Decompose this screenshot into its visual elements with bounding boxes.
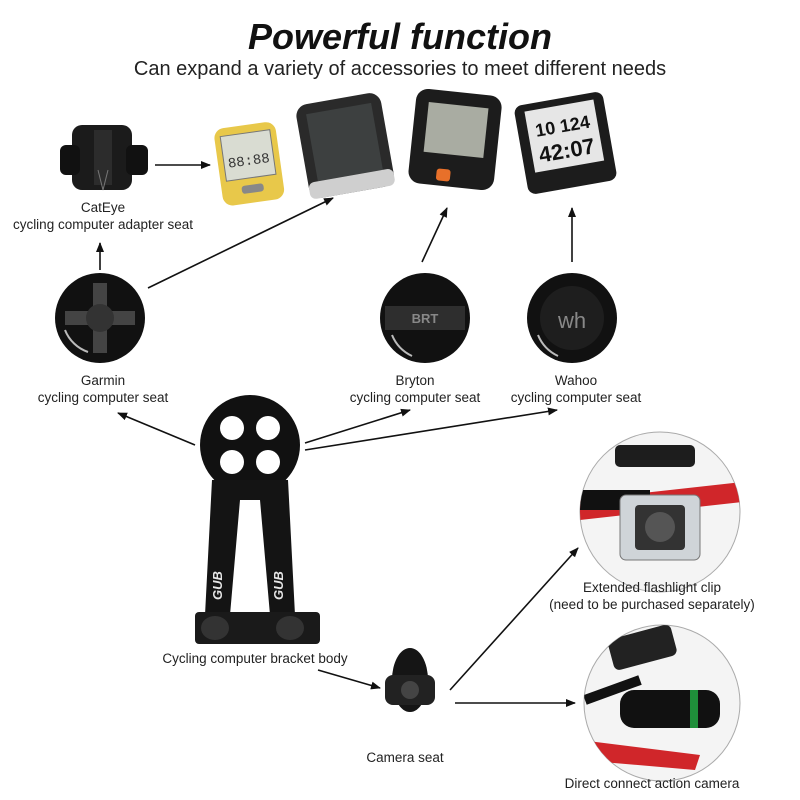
bracket-body-label: Cycling computer bracket body <box>162 651 348 666</box>
arrow <box>117 412 196 446</box>
arrow <box>147 197 334 289</box>
arrow <box>304 407 558 451</box>
wahoo-label: Wahoo cycling computer seat <box>476 372 676 406</box>
cateye-adapter-image <box>60 125 148 191</box>
page-title: Powerful function <box>248 16 552 57</box>
bryton-mount-image: BRT <box>380 273 470 363</box>
wahoo-device-image: 10 124 42:07 <box>514 92 617 194</box>
camera-seat-label: Camera seat <box>366 750 444 765</box>
arrow <box>421 207 448 263</box>
bracket-brand-logo-right: GUB <box>271 571 286 600</box>
action-camera-photo <box>583 624 741 782</box>
garmin-name: Garmin <box>80 373 126 388</box>
wahoo-mount-image: wh <box>527 273 617 363</box>
bracket-body-image: GUB GUB <box>195 395 320 644</box>
arrow <box>304 408 411 444</box>
arrow <box>317 669 381 690</box>
garmin-label: Garmin cycling computer seat <box>3 372 203 406</box>
bryton-logo: BRT <box>412 311 439 326</box>
cateye-label: CatEye cycling computer adapter seat <box>3 199 203 233</box>
garmin-mount-image <box>55 273 145 363</box>
bryton-device-image <box>408 88 502 191</box>
cateye-desc: cycling computer adapter seat <box>12 217 194 232</box>
arrow <box>449 547 579 691</box>
cateye-device-image: 88:88 <box>214 122 285 206</box>
bracket-brand-logo-left: GUB <box>210 571 225 600</box>
action-camera-label: Direct connect action camera <box>564 776 740 791</box>
bryton-desc: cycling computer seat <box>349 390 481 405</box>
cateye-name: CatEye <box>80 200 126 215</box>
bryton-label: Bryton cycling computer seat <box>315 372 515 406</box>
flashlight-name: Extended flashlight clip <box>582 580 722 595</box>
garmin-desc: cycling computer seat <box>37 390 169 405</box>
wahoo-name: Wahoo <box>554 373 598 388</box>
flashlight-clip-photo <box>579 431 741 593</box>
flashlight-note: (need to be purchased separately) <box>549 597 755 612</box>
bryton-name: Bryton <box>395 373 435 388</box>
flashlight-label: Extended flashlight clip (need to be pur… <box>527 579 777 613</box>
wahoo-desc: cycling computer seat <box>510 390 642 405</box>
page-subtitle: Can expand a variety of accessories to m… <box>133 58 667 80</box>
garmin-device-image <box>296 93 395 199</box>
arrows <box>96 161 579 707</box>
camera-seat-image <box>385 648 435 712</box>
svg-text:88:88: 88:88 <box>227 151 271 173</box>
wahoo-logo: wh <box>557 308 586 333</box>
